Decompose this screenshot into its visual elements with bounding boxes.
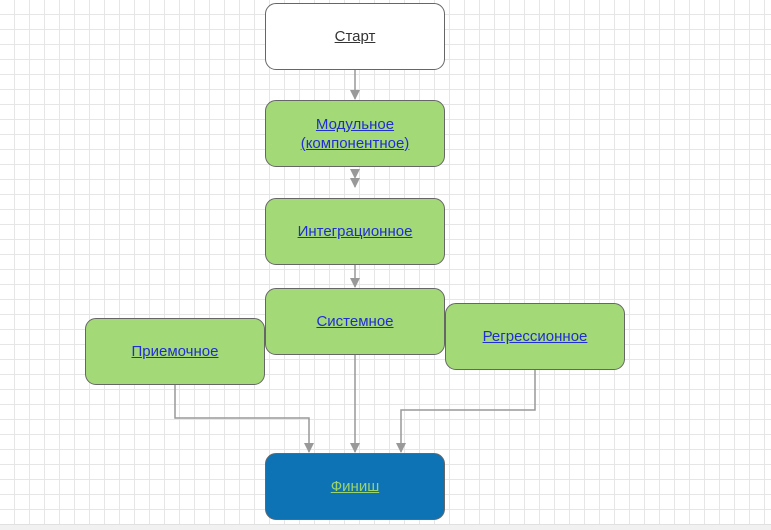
- node-start[interactable]: Старт: [265, 3, 445, 70]
- node-integration-link[interactable]: Интеграционное: [297, 223, 413, 240]
- node-regression-link[interactable]: Регрессионное: [482, 328, 588, 345]
- node-finish-link[interactable]: Финиш: [330, 478, 380, 495]
- node-acceptance-link[interactable]: Приемочное: [131, 343, 219, 360]
- connector-regression-to-finish: [396, 370, 536, 453]
- node-start-label: Старт: [334, 28, 376, 45]
- canvas-bottom-edge: [0, 524, 771, 530]
- node-finish[interactable]: Финиш: [265, 453, 445, 520]
- connector-acceptance-to-finish: [174, 385, 314, 453]
- node-integration[interactable]: Интеграционное: [265, 198, 445, 265]
- node-system[interactable]: Системное: [265, 288, 445, 355]
- node-unit-link[interactable]: Модульное (компонентное): [300, 115, 410, 152]
- node-regression[interactable]: Регрессионное: [445, 303, 625, 370]
- node-system-link[interactable]: Системное: [316, 313, 394, 330]
- node-unit[interactable]: Модульное (компонентное): [265, 100, 445, 167]
- node-acceptance[interactable]: Приемочное: [85, 318, 265, 385]
